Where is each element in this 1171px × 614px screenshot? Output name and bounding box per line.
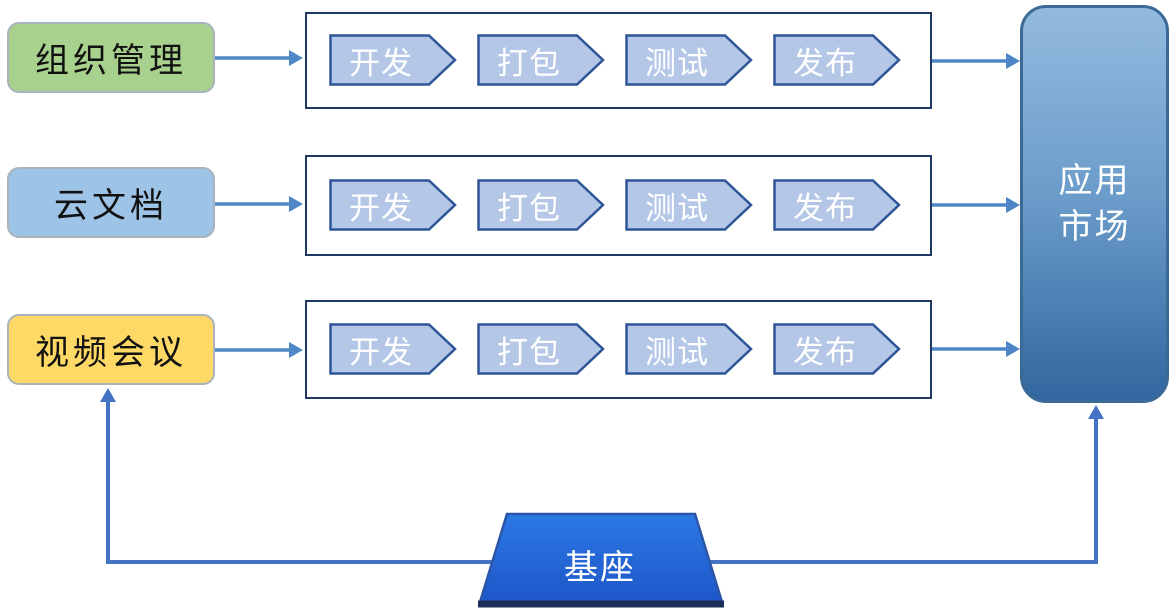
arrowhead-up-icon	[1088, 405, 1104, 419]
source-box-video-meeting: 视频会议	[7, 314, 215, 385]
stage-chevron-develop: 开发	[329, 34, 457, 86]
stage-label: 打包	[497, 334, 561, 370]
arrowhead-right-icon	[289, 342, 303, 358]
arrow-meeting-to-row3	[215, 342, 303, 358]
chevron-arrow-icon	[477, 323, 605, 375]
chevron-arrow-icon	[477, 179, 605, 231]
app-market-box: 应用 市场	[1020, 5, 1169, 403]
chevron-arrow-icon	[773, 323, 901, 375]
arrow-row3-to-market	[932, 341, 1020, 357]
arrow-row2-to-market	[932, 197, 1020, 213]
stage-chevron-release: 发布	[773, 323, 901, 375]
chevron-arrow-icon	[773, 34, 901, 86]
chevron-arrow-icon	[329, 34, 457, 86]
source-box-label: 云文档	[54, 187, 168, 225]
arrow-row1-to-market	[932, 53, 1020, 69]
pipeline-row-3: 开发 打包 测试 发布	[305, 300, 932, 399]
stage-label: 测试	[645, 190, 709, 226]
stage-chevron-release: 发布	[773, 179, 901, 231]
stage-label: 发布	[793, 190, 857, 226]
arrowhead-up-icon	[100, 388, 116, 402]
arrowhead-right-icon	[289, 50, 303, 66]
chevron-arrow-icon	[477, 34, 605, 86]
stage-chevron-release: 发布	[773, 34, 901, 86]
stage-label: 测试	[645, 334, 709, 370]
pipeline-row-2: 开发 打包 测试 发布	[305, 155, 932, 256]
stage-chevron-test: 测试	[625, 323, 753, 375]
stage-chevron-package: 打包	[477, 323, 605, 375]
stage-chevron-test: 测试	[625, 34, 753, 86]
source-box-cloud-docs: 云文档	[7, 167, 215, 238]
arrowhead-right-icon	[1006, 53, 1020, 69]
stage-chevron-package: 打包	[477, 34, 605, 86]
app-market-label: 应用 市场	[1058, 162, 1131, 246]
stage-chevron-test: 测试	[625, 179, 753, 231]
arrowhead-right-icon	[1006, 341, 1020, 357]
chevron-arrow-icon	[773, 179, 901, 231]
stage-chevron-develop: 开发	[329, 179, 457, 231]
source-box-label: 视频会议	[35, 334, 187, 372]
stage-label: 打包	[497, 45, 561, 81]
source-box-org-management: 组织管理	[7, 22, 215, 93]
stage-label: 开发	[349, 334, 413, 370]
base-trapezoid	[478, 512, 724, 608]
base-label: 基座	[564, 548, 636, 587]
stage-chevron-package: 打包	[477, 179, 605, 231]
stage-label: 发布	[793, 334, 857, 370]
stage-label: 打包	[497, 190, 561, 226]
chevron-arrow-icon	[329, 323, 457, 375]
arrowhead-right-icon	[1006, 197, 1020, 213]
stage-label: 开发	[349, 190, 413, 226]
stage-label: 开发	[349, 45, 413, 81]
stage-chevron-develop: 开发	[329, 323, 457, 375]
arrow-org-to-row1	[215, 50, 303, 66]
source-box-label: 组织管理	[35, 42, 187, 80]
arrowhead-right-icon	[289, 196, 303, 212]
stage-label: 测试	[645, 45, 709, 81]
arrow-docs-to-row2	[215, 196, 303, 212]
stage-label: 发布	[793, 45, 857, 81]
pipeline-row-1: 开发 打包 测试 发布	[305, 12, 932, 109]
chevron-arrow-icon	[625, 34, 753, 86]
chevron-arrow-icon	[329, 179, 457, 231]
chevron-arrow-icon	[625, 323, 753, 375]
chevron-arrow-icon	[625, 179, 753, 231]
